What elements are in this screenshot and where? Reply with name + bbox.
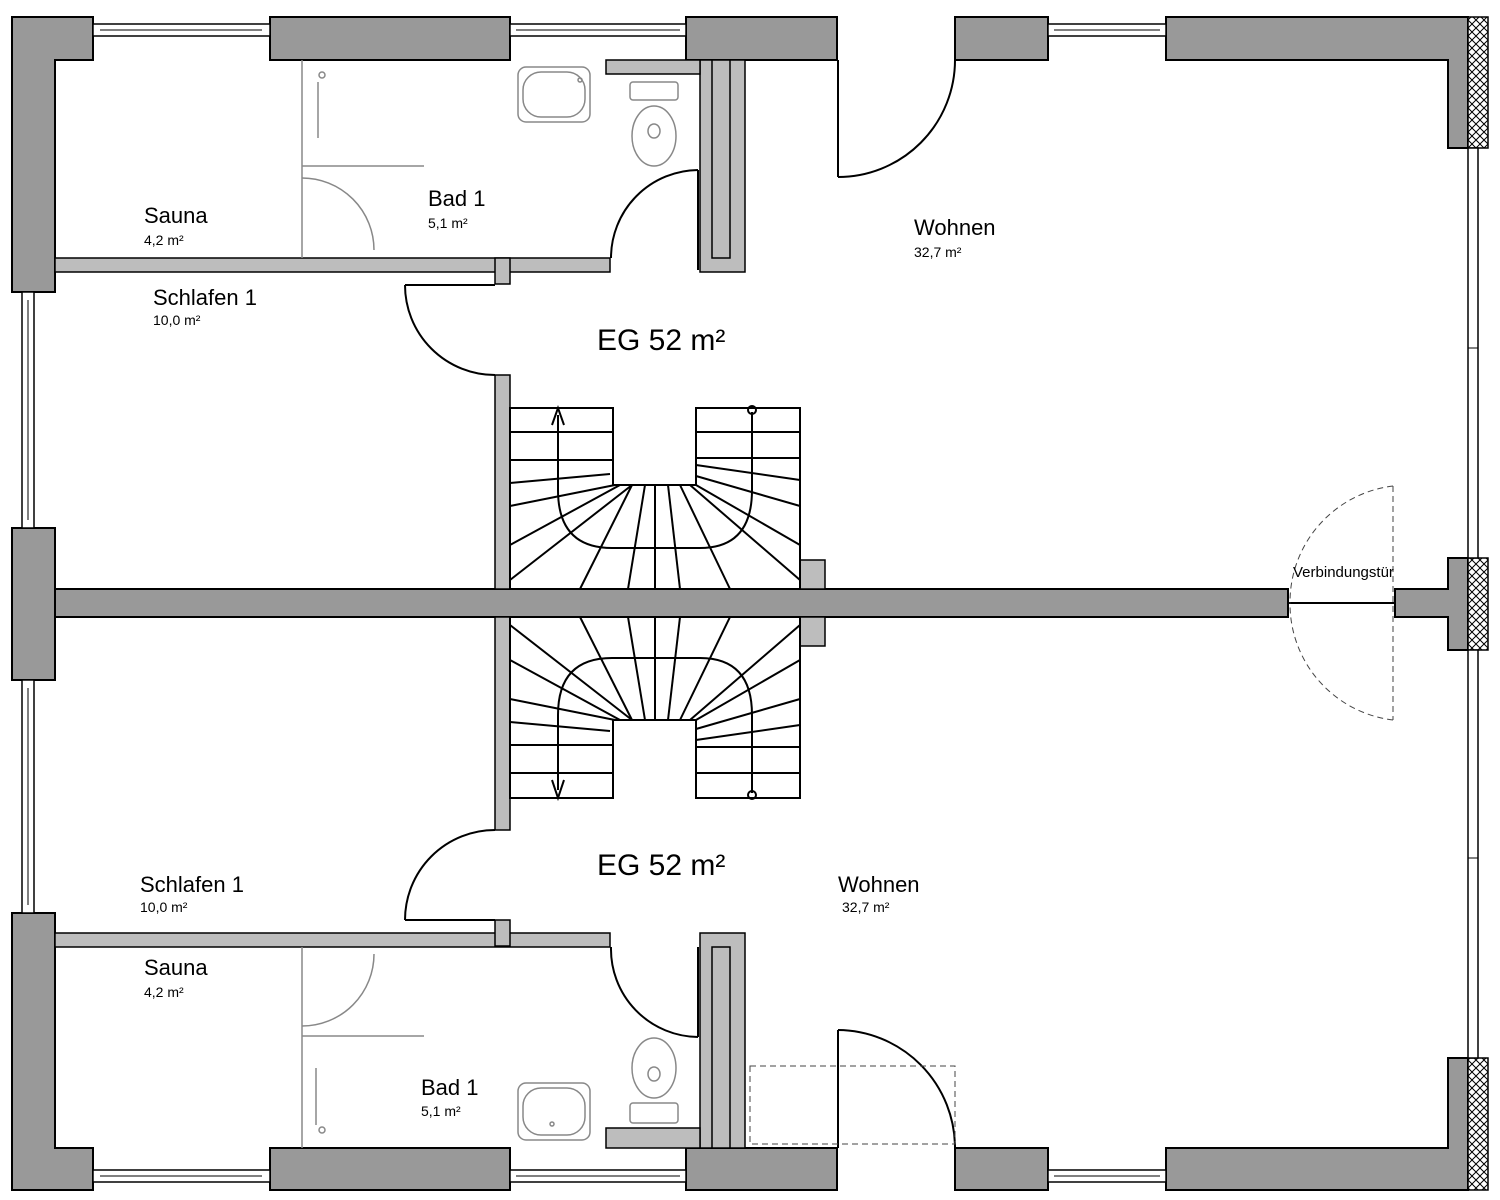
floor-area-top: EG 52 m² xyxy=(597,324,726,357)
room-name-bad-bottom: Bad 1 xyxy=(421,1075,479,1100)
room-name-sauna-bottom: Sauna xyxy=(144,955,208,980)
room-area-sauna-bottom: 4,2 m² xyxy=(144,984,184,1000)
room-name-wohnen-top: Wohnen xyxy=(914,215,996,240)
outer-walls xyxy=(11,16,1489,1191)
staircase-bottom xyxy=(509,616,801,802)
room-name-schlafen-bottom: Schlafen 1 xyxy=(140,872,244,897)
room-area-bad-bottom: 5,1 m² xyxy=(421,1103,461,1119)
room-area-schlafen-top: 10,0 m² xyxy=(153,312,201,328)
room-area-wohnen-top: 32,7 m² xyxy=(914,244,962,260)
room-area-wohnen-bottom: 32,7 m² xyxy=(842,899,890,915)
interior-walls-top xyxy=(54,59,826,590)
room-area-sauna-top: 4,2 m² xyxy=(144,232,184,248)
room-name-schlafen-top: Schlafen 1 xyxy=(153,285,257,310)
room-name-wohnen-bottom: Wohnen xyxy=(838,872,920,897)
staircase-top xyxy=(509,404,801,590)
floor-area-bottom: EG 52 m² xyxy=(597,849,726,882)
room-area-bad-top: 5,1 m² xyxy=(428,215,468,231)
room-area-schlafen-bottom: 10,0 m² xyxy=(140,899,188,915)
interior-walls-bottom xyxy=(54,616,826,1149)
windows xyxy=(21,23,1479,1183)
room-name-bad-top: Bad 1 xyxy=(428,186,486,211)
room-name-sauna-top: Sauna xyxy=(144,203,208,228)
connecting-door-label: Verbindungstür xyxy=(1293,564,1394,581)
doors xyxy=(301,59,1395,1149)
fixtures xyxy=(315,66,679,1141)
